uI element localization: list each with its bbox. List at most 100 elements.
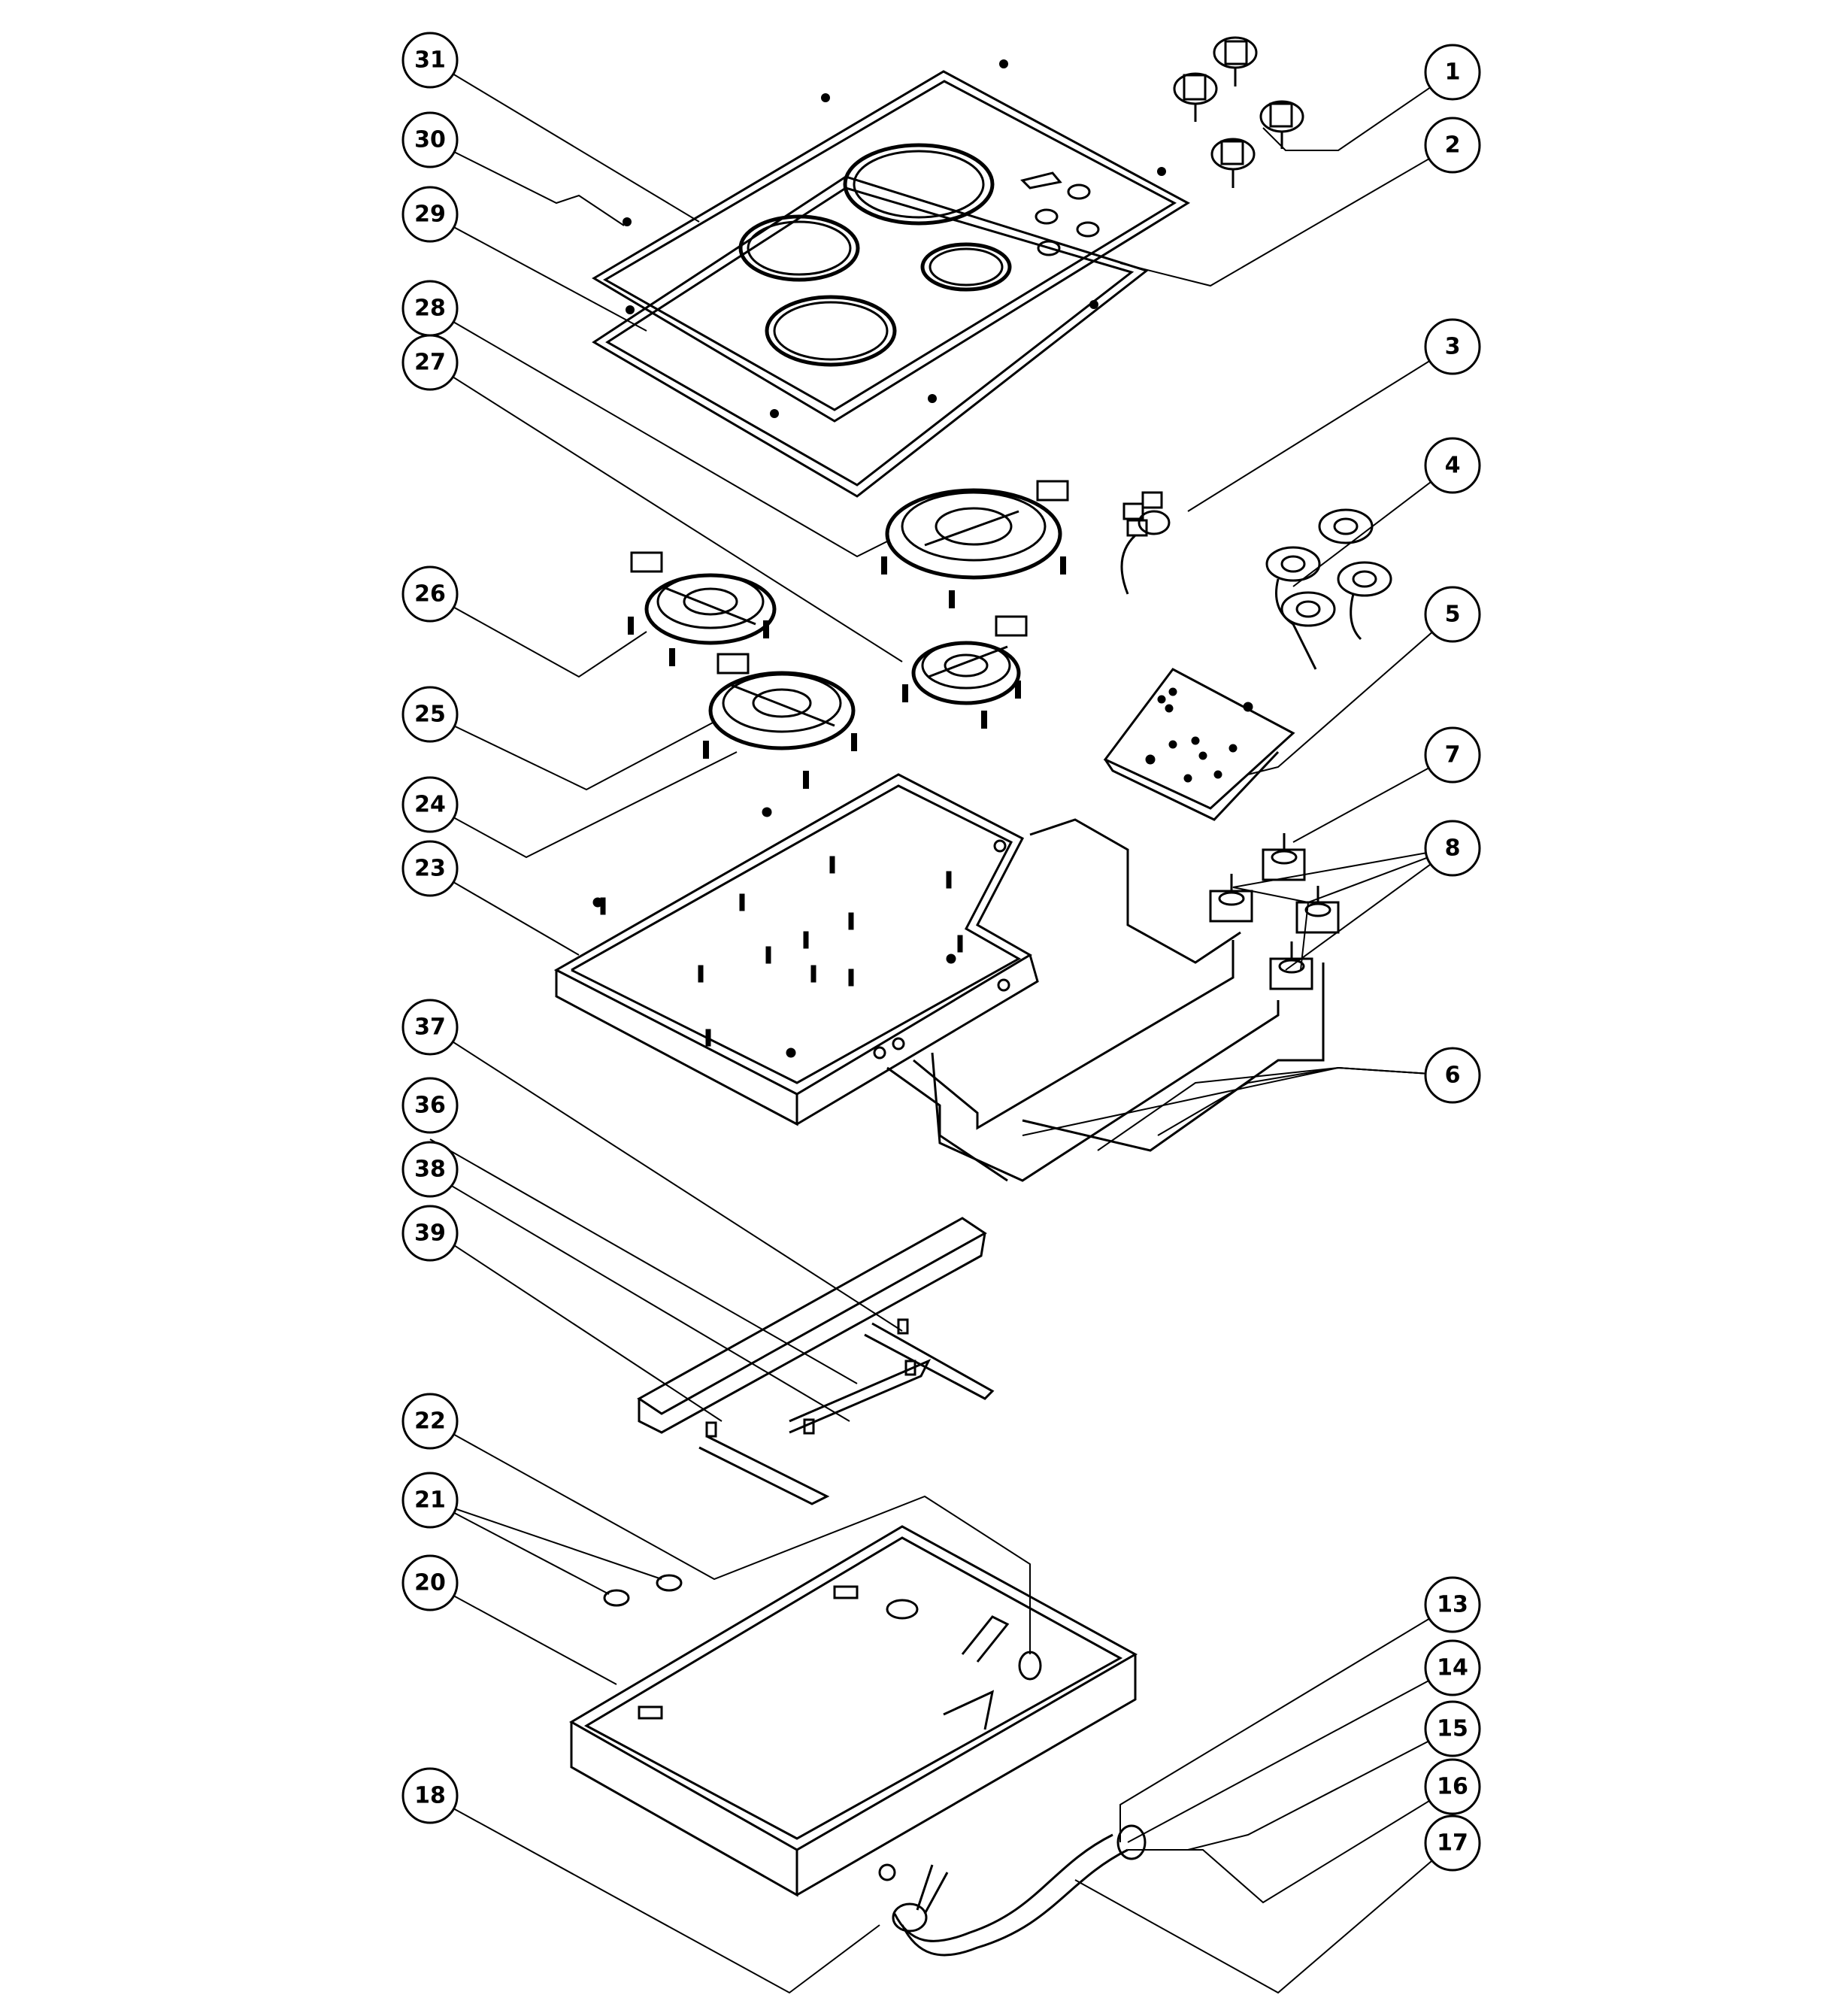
callout-17: 17 — [1424, 1814, 1481, 1872]
callout-8: 8 — [1424, 820, 1481, 877]
coil-rings — [1265, 508, 1392, 670]
callout-number: 14 — [1437, 1655, 1468, 1681]
callout-number: 22 — [414, 1408, 446, 1435]
callout-circle — [401, 32, 459, 89]
callout-number: 17 — [1437, 1830, 1468, 1857]
callout-36: 36 — [401, 1077, 459, 1134]
callout-28: 28 — [401, 280, 459, 337]
callout-number: 7 — [1445, 742, 1461, 769]
callout-4: 4 — [1424, 437, 1481, 494]
callout-circle — [1424, 1758, 1481, 1815]
leader-lines — [429, 59, 1453, 1994]
callout-7: 7 — [1424, 726, 1481, 784]
callout-circle — [1424, 117, 1481, 174]
callout-circle — [1424, 318, 1481, 375]
callout-circle — [401, 686, 459, 743]
callout-circle — [1424, 437, 1481, 494]
callout-number: 26 — [414, 581, 446, 608]
callout-number: 39 — [414, 1220, 446, 1247]
callout-25: 25 — [401, 686, 459, 743]
callout-number: 16 — [1437, 1774, 1468, 1800]
callout-number: 18 — [414, 1783, 446, 1809]
callout-number: 5 — [1445, 602, 1461, 628]
callout-number: 28 — [414, 296, 446, 322]
callout-27: 27 — [401, 334, 459, 391]
control-knobs — [1173, 36, 1304, 188]
callout-circle — [401, 999, 459, 1056]
callout-circle — [401, 280, 459, 337]
callout-14: 14 — [1424, 1639, 1481, 1696]
callout-circle — [401, 1554, 459, 1611]
callout-18: 18 — [401, 1767, 459, 1824]
callout-number: 31 — [414, 47, 446, 74]
callout-circle — [1424, 1639, 1481, 1696]
callout-26: 26 — [401, 565, 459, 623]
control-panel-bracket — [1103, 668, 1295, 821]
callout-circle — [401, 840, 459, 897]
callout-number: 23 — [414, 856, 446, 882]
callout-number: 3 — [1445, 334, 1461, 360]
callout-circle — [401, 111, 459, 168]
callout-number: 37 — [414, 1014, 446, 1041]
outer-box — [569, 1525, 1138, 1897]
callout-number: 8 — [1445, 835, 1461, 862]
callout-number: 20 — [414, 1570, 446, 1596]
callout-37: 37 — [401, 999, 459, 1056]
callout-circle — [401, 1205, 459, 1262]
callout-circle — [1424, 44, 1481, 101]
burner-elements — [628, 480, 1069, 789]
callout-21: 21 — [401, 1472, 459, 1529]
callout-29: 29 — [401, 186, 459, 243]
callout-number: 1 — [1445, 59, 1461, 86]
callout-number: 38 — [414, 1157, 446, 1183]
callout-15: 15 — [1424, 1700, 1481, 1757]
callout-number: 4 — [1445, 453, 1461, 479]
callout-5: 5 — [1424, 586, 1481, 643]
callout-circle — [401, 776, 459, 833]
callout-number: 21 — [414, 1487, 446, 1514]
callout-circle — [1424, 1576, 1481, 1633]
callout-number: 27 — [414, 350, 446, 376]
callout-circle — [401, 565, 459, 623]
infinite-switches — [1209, 833, 1340, 990]
callout-circle — [1424, 1814, 1481, 1872]
callout-1: 1 — [1424, 44, 1481, 101]
callout-circle — [401, 1393, 459, 1450]
callout-circle — [1424, 820, 1481, 877]
indicator-switch — [1120, 491, 1171, 595]
callout-38: 38 — [401, 1141, 459, 1198]
callout-30: 30 — [401, 111, 459, 168]
callout-16: 16 — [1424, 1758, 1481, 1815]
callout-23: 23 — [401, 840, 459, 897]
callout-39: 39 — [401, 1205, 459, 1262]
power-cord — [878, 1824, 1147, 1957]
callout-number: 6 — [1445, 1063, 1461, 1089]
callout-20: 20 — [401, 1554, 459, 1611]
callout-circle — [401, 1767, 459, 1824]
callout-circle — [1424, 586, 1481, 643]
callout-22: 22 — [401, 1393, 459, 1450]
callout-circle — [401, 1141, 459, 1198]
callout-number: 24 — [414, 792, 446, 818]
callout-circle — [401, 186, 459, 243]
callout-2: 2 — [1424, 117, 1481, 174]
callout-3: 3 — [1424, 318, 1481, 375]
callout-31: 31 — [401, 32, 459, 89]
callout-number: 25 — [414, 702, 446, 728]
callout-number: 29 — [414, 202, 446, 228]
inner-pan — [553, 773, 1039, 1126]
callout-24: 24 — [401, 776, 459, 833]
callout-circle — [401, 1472, 459, 1529]
callout-number: 15 — [1437, 1716, 1468, 1742]
callout-number: 30 — [414, 127, 446, 153]
cooktop-glass-top — [592, 59, 1190, 498]
callout-number: 13 — [1437, 1592, 1468, 1618]
callout-circle — [1424, 1047, 1481, 1104]
callout-13: 13 — [1424, 1576, 1481, 1633]
callout-labels: 1234567813141516171820212223242526272829… — [401, 32, 1481, 1872]
cross-braces — [637, 1217, 995, 1505]
wiring-harness — [886, 818, 1325, 1182]
callout-circle — [1424, 1700, 1481, 1757]
callout-circle — [401, 1077, 459, 1134]
